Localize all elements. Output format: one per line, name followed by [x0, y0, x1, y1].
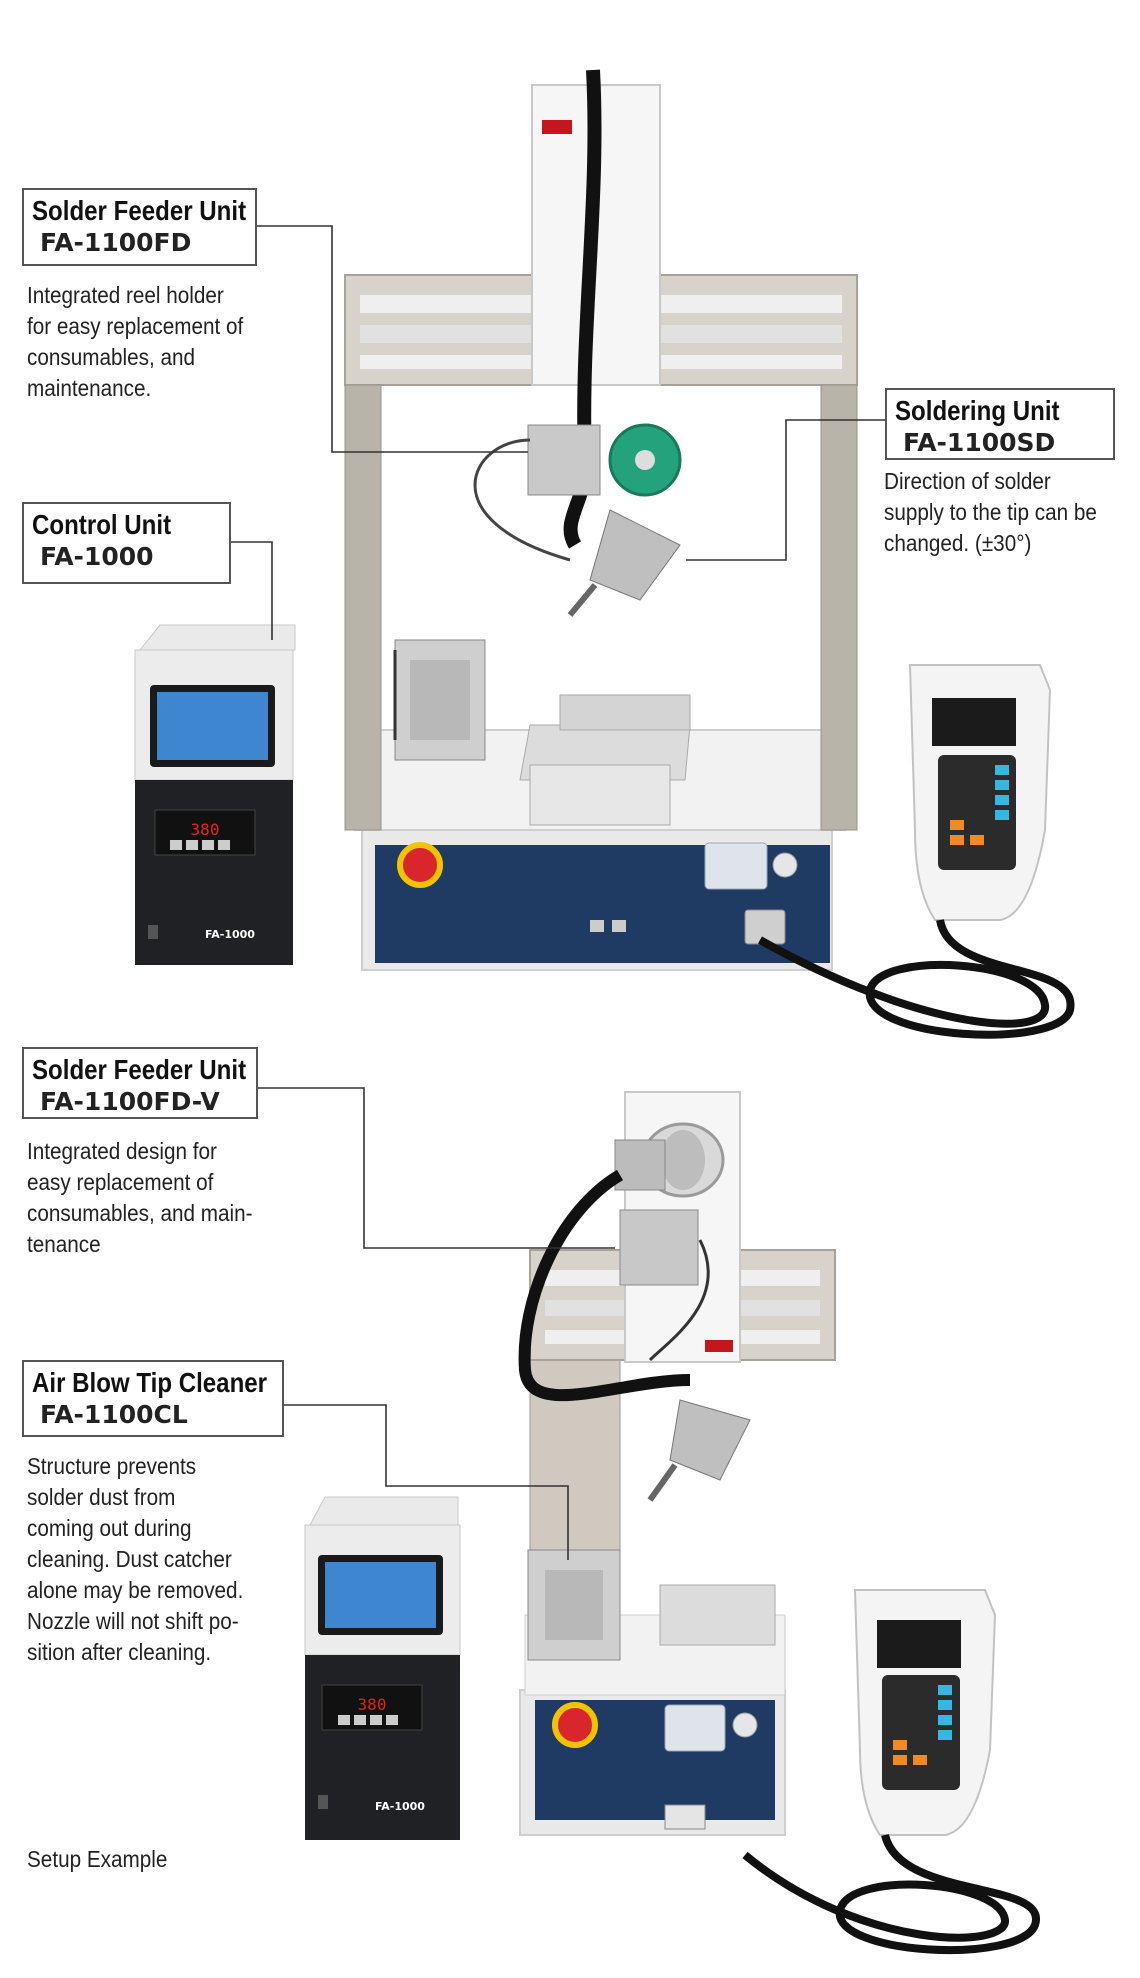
desc-line: maintenance. [27, 375, 152, 401]
label-model: FA-1100FD [40, 228, 192, 257]
desc-line: alone may be removed. [27, 1577, 244, 1603]
label-control-unit-top: Control Unit FA-1000 [22, 502, 231, 584]
desc-air-blow-tip-cleaner: Structure prevents solder dust from comi… [27, 1451, 243, 1668]
desc-solder-feeder-top: Integrated reel holder for easy replacem… [27, 280, 243, 404]
label-model: FA-1100SD [903, 428, 1056, 457]
desc-line: Integrated reel holder [27, 282, 224, 308]
label-title: Solder Feeder Unit [32, 1054, 247, 1085]
label-title: Solder Feeder Unit [32, 195, 247, 226]
label-model: FA-1100CL [40, 1400, 188, 1429]
desc-line: easy replacement of [27, 1169, 214, 1195]
label-solder-feeder-unit-top: Solder Feeder Unit FA-1100FD [22, 188, 257, 266]
desc-line: Direction of solder [884, 468, 1051, 494]
desc-line: Nozzle will not shift po- [27, 1608, 239, 1634]
led-display: 380 [191, 820, 220, 839]
label-air-blow-tip-cleaner: Air Blow Tip Cleaner FA-1100CL [22, 1360, 284, 1437]
label-soldering-unit: Soldering Unit FA-1100SD [885, 388, 1115, 460]
controller-brand: FA-1000 [205, 928, 255, 941]
desc-line: coming out during [27, 1515, 192, 1541]
top-teaching-pendant [758, 664, 1075, 1039]
top-control-unit: 380 FA-1000 [134, 624, 296, 965]
bottom-control-unit: 380 FA-1000 [304, 1496, 461, 1840]
desc-line: for easy replacement of [27, 313, 244, 339]
label-title: Soldering Unit [895, 395, 1060, 426]
desc-line: consumables, and [27, 344, 196, 370]
label-solder-feeder-unit-bottom: Solder Feeder Unit FA-1100FD-V [22, 1047, 258, 1119]
label-model: FA-1000 [40, 542, 154, 571]
leader-lines [230, 225, 887, 1560]
bottom-robot [518, 1091, 836, 1836]
desc-line: cleaning. Dust catcher [27, 1546, 232, 1572]
desc-line: solder dust from [27, 1484, 176, 1510]
label-title: Control Unit [32, 509, 172, 540]
desc-solder-feeder-bottom: Integrated design for easy replacement o… [27, 1136, 253, 1260]
desc-line: sition after cleaning. [27, 1639, 212, 1665]
emergency-stop-button [397, 842, 443, 888]
label-title: Air Blow Tip Cleaner [32, 1367, 268, 1398]
desc-soldering-unit: Direction of solder supply to the tip ca… [884, 466, 1097, 559]
desc-line: changed. (±30°) [884, 530, 1032, 556]
top-robot [344, 69, 858, 971]
desc-line: Structure prevents [27, 1453, 197, 1479]
led-display-bottom: 380 [358, 1695, 387, 1714]
desc-line: supply to the tip can be [884, 499, 1097, 525]
controller-brand-bottom: FA-1000 [375, 1800, 425, 1813]
desc-line: tenance [27, 1231, 101, 1257]
desc-line: Integrated design for [27, 1138, 217, 1164]
desc-line: consumables, and main- [27, 1200, 253, 1226]
label-model: FA-1100FD-V [40, 1087, 220, 1116]
bottom-teaching-pendant [742, 1589, 1040, 1955]
caption-setup-example: Setup Example [27, 1846, 168, 1872]
touch-screen [157, 692, 268, 760]
